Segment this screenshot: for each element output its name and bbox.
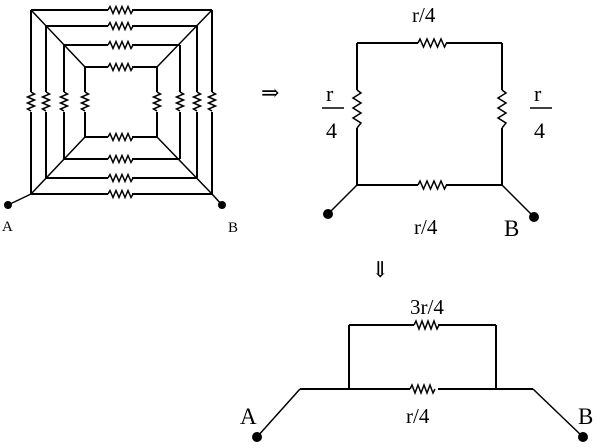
resistor-r4 — [409, 382, 436, 396]
terminal-b-dot — [529, 212, 539, 222]
implies-arrow: ⇒ — [261, 80, 279, 105]
resistor-bottom — [417, 179, 448, 191]
terminal-b-dot — [578, 432, 588, 442]
resistor-top — [417, 37, 448, 49]
right-numerator: r — [534, 81, 542, 106]
terminal-a-dot — [252, 432, 262, 442]
terminal-leads — [4, 193, 226, 209]
square-4-inner — [79, 61, 163, 143]
resistor-left — [351, 89, 363, 129]
top-resistor-label: r/4 — [412, 3, 436, 27]
left-fraction-label: r 4 — [322, 81, 344, 143]
square-3 — [58, 39, 186, 165]
bottom-resistor-label: r/4 — [414, 215, 438, 239]
left-denominator: 4 — [326, 118, 337, 143]
terminal-b-dot — [218, 201, 226, 209]
terminal-a-label: A — [2, 219, 13, 235]
implies-down-arrow: ⇓ — [371, 257, 389, 282]
terminal-a-dot — [323, 209, 333, 219]
terminal-b-label: B — [228, 220, 238, 236]
nested-resistor-squares: A B — [2, 4, 238, 236]
right-fraction-label: r 4 — [530, 81, 552, 143]
right-denominator: 4 — [534, 118, 545, 143]
equivalent-square-circuit: r/4 r/4 r 4 r 4 B — [322, 3, 552, 241]
terminal-a-label: A — [240, 404, 257, 429]
square-1-outer — [25, 4, 218, 200]
resistor-3r4-label: 3r/4 — [410, 295, 444, 319]
resistor-right — [496, 89, 508, 129]
terminal-a-dot — [4, 201, 12, 209]
corner-diagonals — [30, 9, 213, 195]
terminal-b-label: B — [504, 216, 519, 241]
resistor-r4-label: r/4 — [406, 404, 430, 428]
left-numerator: r — [326, 81, 334, 106]
resistor-3r4 — [413, 318, 440, 332]
terminal-b-label: B — [578, 404, 593, 429]
parallel-resistor-circuit: 3r/4 r/4 A B — [240, 295, 593, 442]
square-2 — [40, 20, 203, 184]
